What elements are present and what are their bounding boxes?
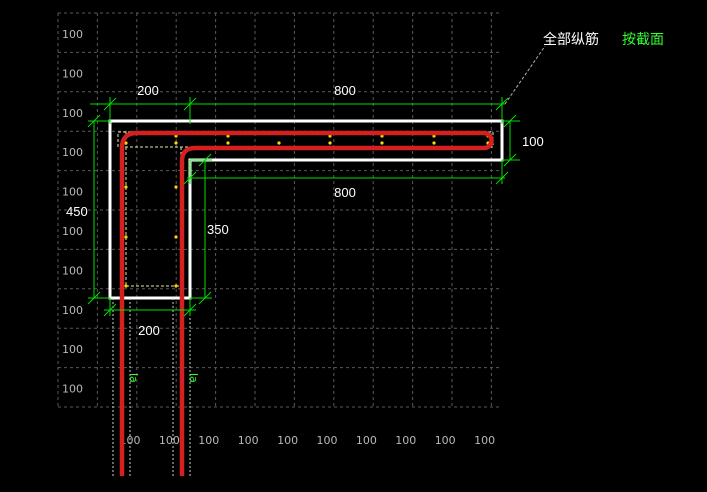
dimension-lines	[87, 97, 520, 317]
dim-top-left-width: 200	[137, 83, 159, 98]
rebar-left[interactable]	[119, 130, 494, 476]
all-longitudinal-bars-link[interactable]: 全部纵筋	[543, 31, 599, 48]
grid-column-label: 100	[159, 434, 180, 447]
longitudinal-bar-dots	[124, 134, 490, 288]
anchorage-lines	[112, 298, 191, 476]
anchorage-label-right: la	[187, 373, 200, 383]
dim-flange-thickness: 100	[522, 134, 544, 149]
dim-inner-length: 800	[334, 185, 356, 200]
grid-column-label: 100	[474, 434, 495, 447]
by-section-link[interactable]: 按截面	[622, 32, 664, 48]
grid-row-label: 100	[62, 67, 83, 80]
grid-row-label: 100	[62, 304, 83, 317]
grid-column-label: 100	[356, 434, 377, 447]
rebar-highlight[interactable]	[119, 130, 494, 476]
grid-row-label: 100	[62, 146, 83, 159]
grid-row-labels: 100 100 100 100 100 100 100 100 100 100	[62, 28, 83, 396]
grid-column-label: 100	[198, 434, 219, 447]
background-grid	[57, 12, 502, 408]
grid-row-label: 100	[62, 225, 83, 238]
grid-row-label: 100	[62, 107, 83, 120]
leader-line	[504, 45, 546, 105]
grid-column-label: 100	[277, 434, 298, 447]
grid-column-label: 100	[317, 434, 338, 447]
grid-row-label: 100	[62, 264, 83, 277]
grid-column-label: 100	[120, 434, 141, 447]
grid-row-label: 100	[62, 28, 83, 41]
grid-row-label: 100	[62, 186, 83, 199]
stirrup-lines	[117, 131, 494, 287]
anchorage-label-left: la	[127, 373, 140, 383]
dim-total-height: 450	[66, 204, 88, 219]
grid-column-labels: 100 100 100 100 100 100 100 100 100 100	[120, 434, 496, 447]
grid-row-label: 100	[62, 383, 83, 396]
grid-column-label: 100	[238, 434, 259, 447]
grid-column-label: 100	[395, 434, 416, 447]
dim-top-right-length: 800	[334, 83, 356, 98]
grid-row-label: 100	[62, 343, 83, 356]
dim-bottom-width: 200	[138, 323, 160, 338]
grid-column-label: 100	[435, 434, 456, 447]
dim-web-height: 350	[207, 222, 229, 237]
